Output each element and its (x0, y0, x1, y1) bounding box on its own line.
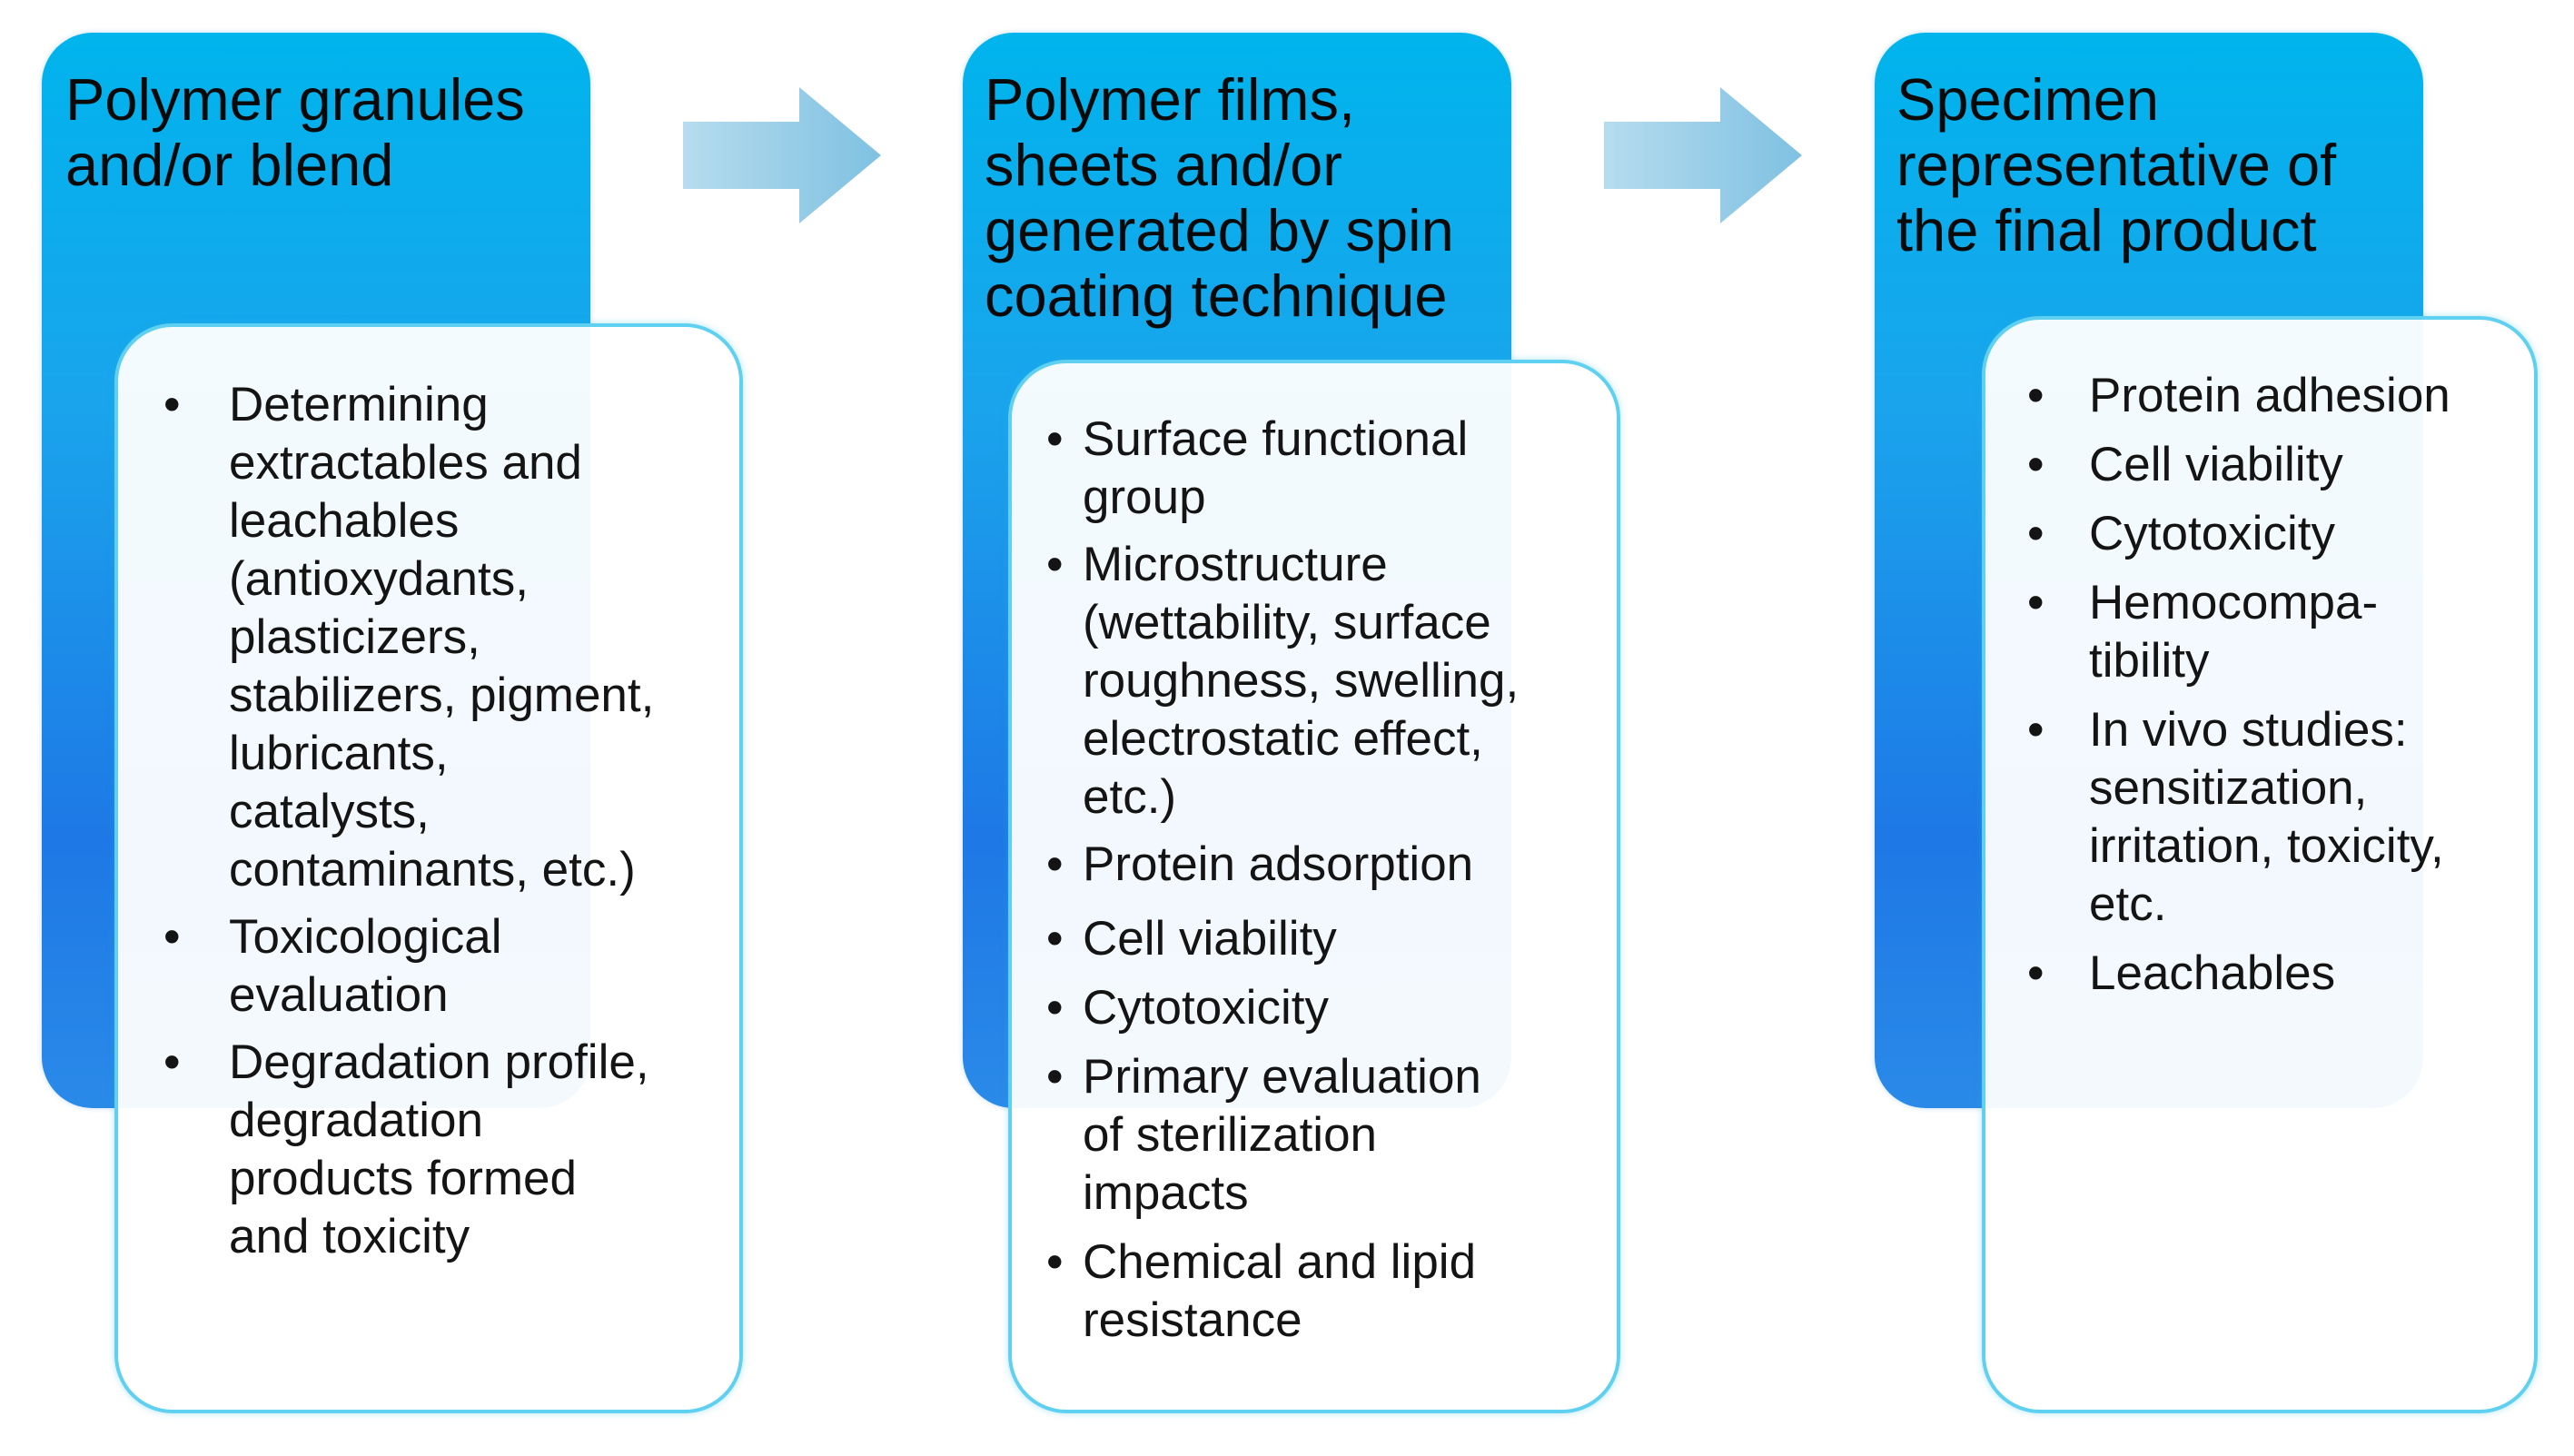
step-1-content-card (114, 323, 743, 1413)
list-item: • Degradation profile, degradation produ… (163, 1034, 727, 1266)
list-item: • Cell viability (2027, 436, 2536, 494)
bullet-marker: • (1046, 412, 1064, 466)
bullet-text: Cytotoxicity (1083, 981, 1329, 1035)
bullet-text: Surface functional group (1083, 412, 1469, 524)
bullet-marker: • (163, 378, 181, 431)
arrow-right-icon (683, 87, 881, 223)
step-2-content-card (1008, 360, 1620, 1413)
step-1-bullet-list: • Determining extractables and leachable… (163, 376, 727, 1266)
bullet-text: In vivo studies: sensitization, irritati… (2089, 703, 2444, 931)
bullet-marker: • (1046, 1050, 1064, 1104)
list-item: • Leachables (2027, 945, 2536, 1003)
bullet-marker: • (1046, 1235, 1064, 1289)
bullet-marker: • (2027, 946, 2044, 1000)
bullet-text: Cytotoxicity (2089, 507, 2335, 560)
bullet-marker: • (2027, 369, 2044, 422)
list-item: • Surface functional group (1046, 411, 1600, 527)
list-item: • Cytotoxicity (1046, 979, 1600, 1037)
bullet-marker: • (1046, 538, 1064, 591)
bullet-text: Leachables (2089, 946, 2336, 1000)
bullet-text: Microstructure (wettability, surface rou… (1083, 538, 1520, 824)
list-item: • In vivo studies: sensitization, irrita… (2027, 701, 2536, 934)
bullet-text: Degradation profile, degradation product… (229, 1035, 649, 1263)
step-3-bullet-list: • Protein adhesion • Cell viability • Cy… (2027, 367, 2536, 1003)
bullet-text: Determining extractables and leachables … (229, 378, 655, 896)
bullet-text: Toxicological evaluation (229, 910, 502, 1022)
step-1-title: Polymer granules and/or blend (65, 66, 525, 198)
bullet-marker: • (1046, 837, 1064, 891)
bullet-marker: • (2027, 703, 2044, 757)
list-item: • Microstructure (wettability, surface r… (1046, 536, 1600, 827)
bullet-text: Cell viability (1083, 912, 1337, 966)
bullet-text: Cell viability (2089, 438, 2343, 491)
bullet-marker: • (1046, 981, 1064, 1035)
list-item: • Protein adhesion (2027, 367, 2536, 425)
bullet-marker: • (2027, 576, 2044, 629)
bullet-marker: • (2027, 438, 2044, 491)
list-item: • Cell viability (1046, 910, 1600, 968)
list-item: • Primary evaluation of sterilization im… (1046, 1048, 1600, 1223)
list-item: • Protein adsorption (1046, 836, 1600, 894)
list-item: • Toxicological evaluation (163, 908, 727, 1025)
step-2-bullet-list: • Surface functional group • Microstruct… (1046, 411, 1600, 1350)
step-2-title: Polymer films, sheets and/or generated b… (985, 66, 1454, 329)
bullet-text: Hemocompa- tibility (2089, 576, 2379, 688)
bullet-text: Protein adsorption (1083, 837, 1474, 891)
bullet-marker: • (163, 910, 181, 964)
bullet-text: Protein adhesion (2089, 369, 2450, 422)
bullet-marker: • (2027, 507, 2044, 560)
list-item: • Chemical and lipid resistance (1046, 1233, 1600, 1350)
step-3-content-card (1982, 316, 2538, 1413)
list-item: • Cytotoxicity (2027, 505, 2536, 563)
bullet-text: Chemical and lipid resistance (1083, 1235, 1477, 1347)
list-item: • Hemocompa- tibility (2027, 574, 2536, 690)
arrow-right-icon (1604, 87, 1802, 223)
bullet-text: Primary evaluation of sterilization impa… (1083, 1050, 1481, 1220)
bullet-marker: • (1046, 912, 1064, 966)
list-item: • Determining extractables and leachable… (163, 376, 727, 899)
bullet-marker: • (163, 1035, 181, 1089)
step-3-title: Specimen representative of the final pro… (1896, 66, 2337, 263)
